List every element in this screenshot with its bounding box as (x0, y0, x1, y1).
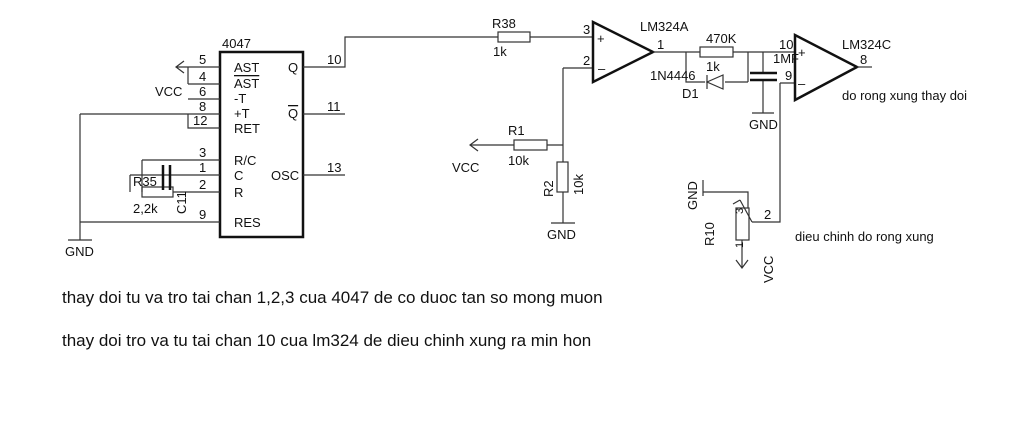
pin-num: 8 (860, 52, 867, 67)
gnd-label: GND (547, 227, 576, 242)
vcc-label: VCC (761, 256, 776, 283)
note-line: thay doi tu va tro tai chan 1,2,3 cua 40… (62, 288, 603, 307)
cap-value: 1MF (773, 51, 799, 66)
pin-num: 1 (734, 242, 746, 248)
d1-value: 1N4446 (650, 68, 696, 83)
pin-num: 6 (199, 84, 206, 99)
pin-num: 4 (199, 69, 206, 84)
opamp-a-name: LM324A (640, 19, 689, 34)
pin-num: 2 (583, 53, 590, 68)
resistor-r35 (141, 186, 174, 198)
pin-num: 3 (199, 145, 206, 160)
resistor-r2 (556, 161, 569, 193)
pin-num: 1 (657, 37, 664, 52)
opamp-a-wires (470, 36, 593, 223)
gnd-label: GND (65, 244, 94, 259)
d1-name: D1 (682, 86, 699, 101)
opamp-lm324a (591, 19, 656, 85)
output-wires (653, 51, 795, 223)
ic-body (218, 50, 305, 239)
pin-num: 3 (583, 22, 590, 37)
r38-value: 1k (493, 44, 507, 59)
pin-num: 9 (199, 207, 206, 222)
r2-value: 10k (571, 174, 586, 195)
r2-name: R2 (541, 180, 556, 197)
ic-4047: 4047 5 4 6 8 12 3 1 2 9 AST AST -T +T RE… (79, 36, 498, 240)
pin-label: R/C (234, 153, 256, 168)
pin-num: 9 (785, 68, 792, 83)
pin-label: AST (234, 76, 259, 91)
vcc-label: VCC (155, 84, 182, 99)
pin-num: 10 (779, 37, 793, 52)
plus-sign: + (597, 31, 605, 46)
opamp-lm324c (793, 32, 860, 103)
note-line: thay doi tro va tu tai chan 10 cua lm324… (62, 331, 591, 350)
c11-name: C11 (174, 191, 189, 214)
pin-num: 11 (327, 99, 341, 114)
resistor-r38 (497, 31, 531, 43)
r35-name: R35 (133, 174, 157, 189)
pin-num: 3 (734, 208, 746, 214)
pin-label: RES (234, 215, 261, 230)
pin-label: Q (288, 60, 298, 75)
ic-right-wires (303, 36, 498, 176)
r1-value: 10k (508, 153, 529, 168)
vcc-label: VCC (452, 160, 479, 175)
opamp-c-name: LM324C (842, 37, 891, 52)
wiper-arrow-icon (732, 199, 753, 223)
resistor-r1 (513, 139, 548, 151)
pin-label: RET (234, 121, 260, 136)
capacitor-1mf (750, 71, 777, 82)
pin-label: OSC (271, 168, 299, 183)
pin-label: C (234, 168, 243, 183)
r35-value: 2,2k (133, 201, 158, 216)
pin-num: 2 (764, 207, 771, 222)
r470k-name: 470K (706, 31, 737, 46)
pin-label: R (234, 185, 243, 200)
pin-num: 12 (193, 113, 207, 128)
gnd-label: GND (749, 117, 778, 132)
vcc-arrow-icon (175, 60, 188, 74)
pin-num: 8 (199, 99, 206, 114)
r470k-value: 1k (706, 59, 720, 74)
r10-name: R10 (702, 222, 717, 246)
ic-name: 4047 (222, 36, 251, 51)
pot-wires (702, 180, 749, 269)
pin-label: -T (234, 91, 246, 106)
pin-label: AST (234, 60, 259, 75)
potentiometer-r10 (735, 207, 750, 241)
vcc-arrow-icon (469, 138, 479, 152)
minus-sign: – (798, 76, 806, 91)
output-note: do rong xung thay doi (842, 88, 967, 103)
pin-num: 10 (327, 52, 341, 67)
r1-name: R1 (508, 123, 525, 138)
plus-sign: + (798, 45, 806, 60)
ic-wires (79, 66, 220, 240)
pin-label: Q (288, 106, 298, 121)
r38-name: R38 (492, 16, 516, 31)
capacitor-c11 (161, 165, 172, 190)
pin-num: 1 (199, 160, 206, 175)
pin-num: 5 (199, 52, 206, 67)
pin-label: +T (234, 106, 250, 121)
diode-d1-icon (705, 74, 724, 90)
gnd-label: GND (685, 181, 700, 210)
minus-sign: – (598, 61, 606, 76)
resistor-470k (699, 46, 734, 58)
pin-num: 13 (327, 160, 341, 175)
pin-num: 2 (199, 177, 206, 192)
pot-note: dieu chinh do rong xung (795, 229, 934, 244)
